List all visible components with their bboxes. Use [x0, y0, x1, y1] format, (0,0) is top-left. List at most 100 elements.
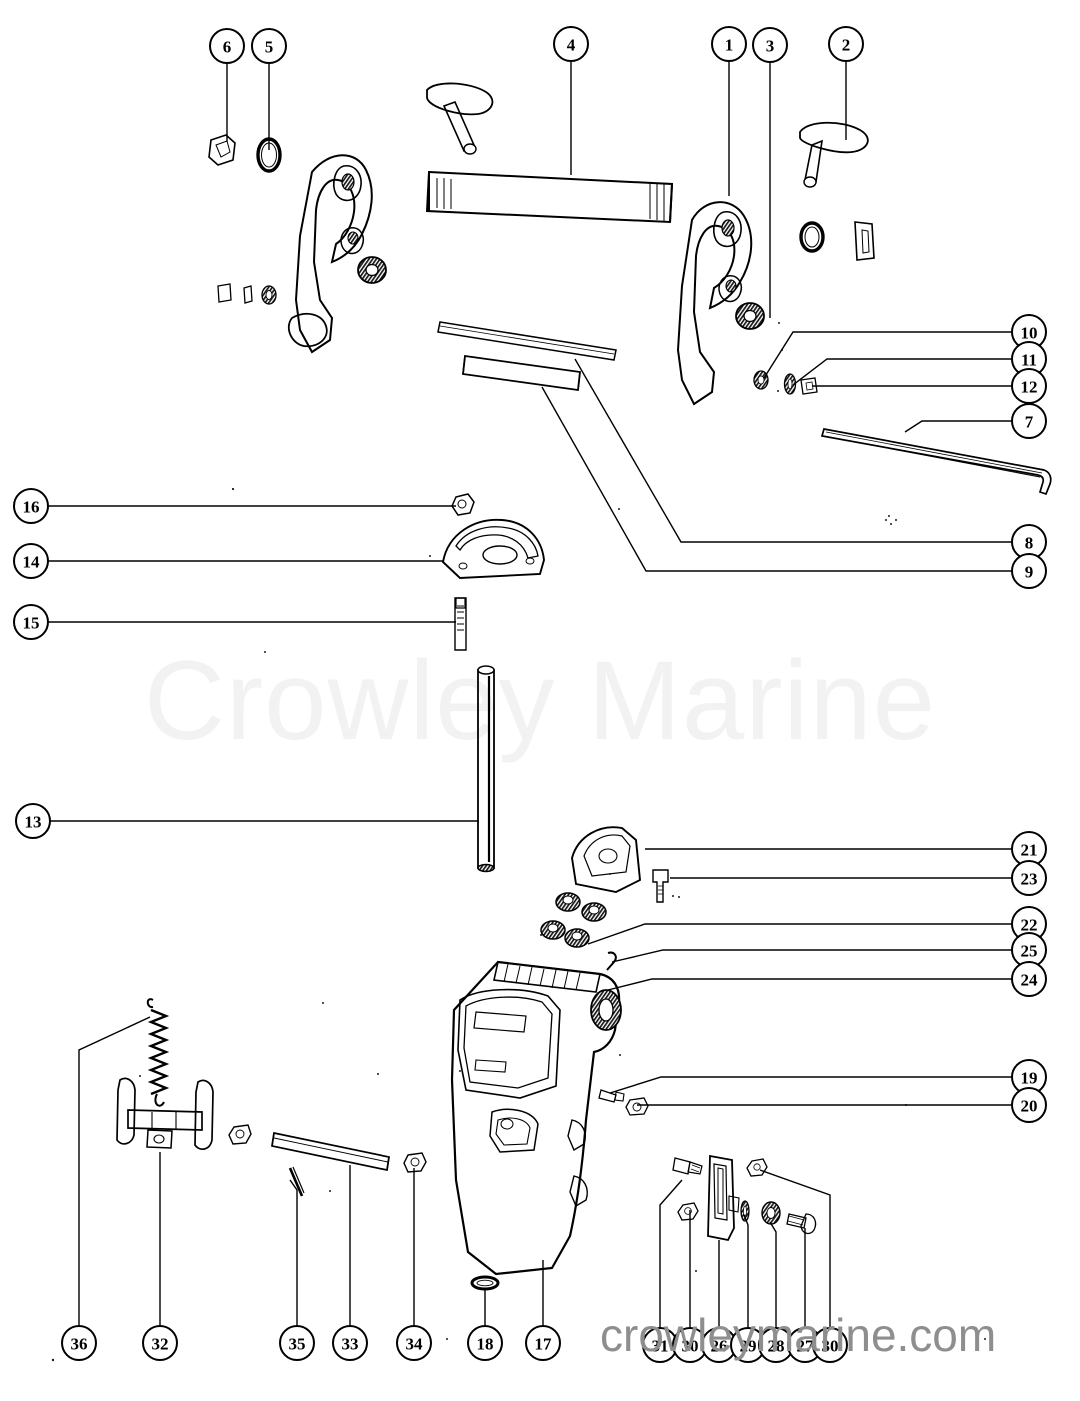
callout-6-circle — [209, 28, 245, 64]
callout-18[interactable]: 18 — [467, 1325, 503, 1361]
part-clamp-bracket-left — [287, 154, 387, 354]
leader-8 — [574, 358, 1012, 543]
part-screw-31 — [672, 1157, 703, 1175]
callout-28-label: 28 — [768, 1337, 785, 1356]
leader-28 — [769, 1221, 777, 1328]
callout-30b-label: 30 — [822, 1337, 839, 1356]
leader-24 — [607, 978, 1012, 991]
callout-9[interactable]: 9 — [1011, 553, 1047, 589]
callout-7-circle — [1011, 403, 1047, 439]
callout-33[interactable]: 33 — [332, 1325, 368, 1361]
part-spacer-29 — [740, 1200, 750, 1222]
callout-2[interactable]: 2 — [828, 26, 864, 62]
part-steering-tube-13 — [477, 665, 495, 873]
callout-24-circle — [1011, 961, 1047, 997]
callout-17-circle — [525, 1325, 561, 1361]
callout-36[interactable]: 36 — [61, 1325, 97, 1361]
callout-30b-circle — [812, 1327, 848, 1363]
callout-7-label: 7 — [1025, 413, 1034, 432]
callout-14[interactable]: 14 — [13, 543, 49, 579]
callout-15-circle — [13, 604, 49, 640]
callout-6-label: 6 — [223, 38, 232, 57]
callout-7[interactable]: 7 — [1011, 403, 1047, 439]
callout-18-label: 18 — [477, 1335, 494, 1354]
callout-15[interactable]: 15 — [13, 604, 49, 640]
callout-34[interactable]: 34 — [396, 1325, 432, 1361]
part-clamp-tube-4 — [425, 170, 674, 224]
callout-35-label: 35 — [289, 1335, 306, 1354]
callout-33-circle — [332, 1325, 368, 1361]
callout-19-label: 19 — [1021, 1069, 1038, 1088]
callout-32[interactable]: 32 — [142, 1325, 178, 1361]
callout-25[interactable]: 25 — [1011, 932, 1047, 968]
watermark-bottom: crowleymarine.com — [600, 1309, 997, 1361]
leader-36 — [78, 1016, 151, 1326]
part-swivel-bracket-housing-17 — [450, 960, 622, 1276]
callout-11[interactable]: 11 — [1011, 341, 1047, 377]
callout-1[interactable]: 1 — [711, 26, 747, 62]
callout-5-circle — [251, 28, 287, 64]
part-steering-link-rod-33 — [271, 1131, 390, 1172]
callout-31-label: 31 — [652, 1337, 669, 1356]
leader-11 — [792, 358, 1012, 386]
part-hex-bolt-27 — [786, 1213, 817, 1235]
part-nut-34 — [403, 1152, 427, 1173]
part-cotter-pin-35 — [288, 1166, 305, 1197]
callout-6[interactable]: 6 — [209, 28, 245, 64]
callout-8-label: 8 — [1025, 534, 1034, 553]
callout-30b[interactable]: 30 — [812, 1327, 848, 1363]
callout-14-label: 14 — [23, 553, 41, 572]
leader-22 — [587, 923, 1012, 945]
leader-19 — [609, 1076, 1012, 1094]
callout-5-label: 5 — [265, 38, 274, 57]
part-upper-cover-plate-21 — [571, 826, 642, 893]
callout-16-label: 16 — [23, 498, 40, 517]
part-tiller-handle-rod-7 — [820, 428, 1052, 496]
callout-12[interactable]: 12 — [1011, 368, 1047, 404]
callout-20[interactable]: 20 — [1011, 1087, 1047, 1123]
callout-13[interactable]: 13 — [15, 803, 51, 839]
callout-22-label: 22 — [1021, 916, 1038, 935]
leader-30b — [759, 1169, 831, 1328]
callout-1-label: 1 — [725, 36, 734, 55]
callout-16-circle — [13, 488, 49, 524]
part-anode-trim-plate-26 — [707, 1154, 740, 1242]
callout-12-label: 12 — [1021, 378, 1038, 397]
part-bushing-3 — [854, 221, 875, 261]
callout-19[interactable]: 19 — [1011, 1059, 1047, 1095]
callout-13-circle — [15, 803, 51, 839]
callout-30a[interactable]: 30 — [672, 1327, 708, 1363]
callout-32-circle — [142, 1325, 178, 1361]
callout-5[interactable]: 5 — [251, 28, 287, 64]
callout-36-circle — [61, 1325, 97, 1361]
part-nut-30b — [746, 1158, 768, 1177]
callout-23[interactable]: 23 — [1011, 860, 1047, 896]
part-clamp-screw-handle-right — [799, 121, 869, 188]
callout-34-circle — [396, 1325, 432, 1361]
callout-3[interactable]: 3 — [752, 27, 788, 63]
callout-26[interactable]: 26 — [701, 1327, 737, 1363]
callout-34-label: 34 — [406, 1335, 424, 1354]
callout-28[interactable]: 28 — [758, 1327, 794, 1363]
callout-30a-label: 30 — [682, 1337, 699, 1356]
callout-24[interactable]: 24 — [1011, 961, 1047, 997]
callout-35-circle — [279, 1325, 315, 1361]
callout-20-circle — [1011, 1087, 1047, 1123]
leader-9 — [541, 386, 1012, 572]
part-nut-yoke — [228, 1124, 252, 1145]
leader-10 — [763, 331, 1012, 379]
callout-4[interactable]: 4 — [553, 26, 589, 62]
callout-17[interactable]: 17 — [525, 1325, 561, 1361]
callout-32-label: 32 — [152, 1335, 169, 1354]
callout-13-label: 13 — [25, 813, 42, 832]
callout-16[interactable]: 16 — [13, 488, 49, 524]
part-o-ring-18 — [470, 1275, 500, 1291]
callout-35[interactable]: 35 — [279, 1325, 315, 1361]
callout-9-circle — [1011, 553, 1047, 589]
callout-1-circle — [711, 26, 747, 62]
callout-25-label: 25 — [1021, 942, 1038, 961]
callout-31[interactable]: 31 — [642, 1327, 678, 1363]
callout-10[interactable]: 10 — [1011, 314, 1047, 350]
